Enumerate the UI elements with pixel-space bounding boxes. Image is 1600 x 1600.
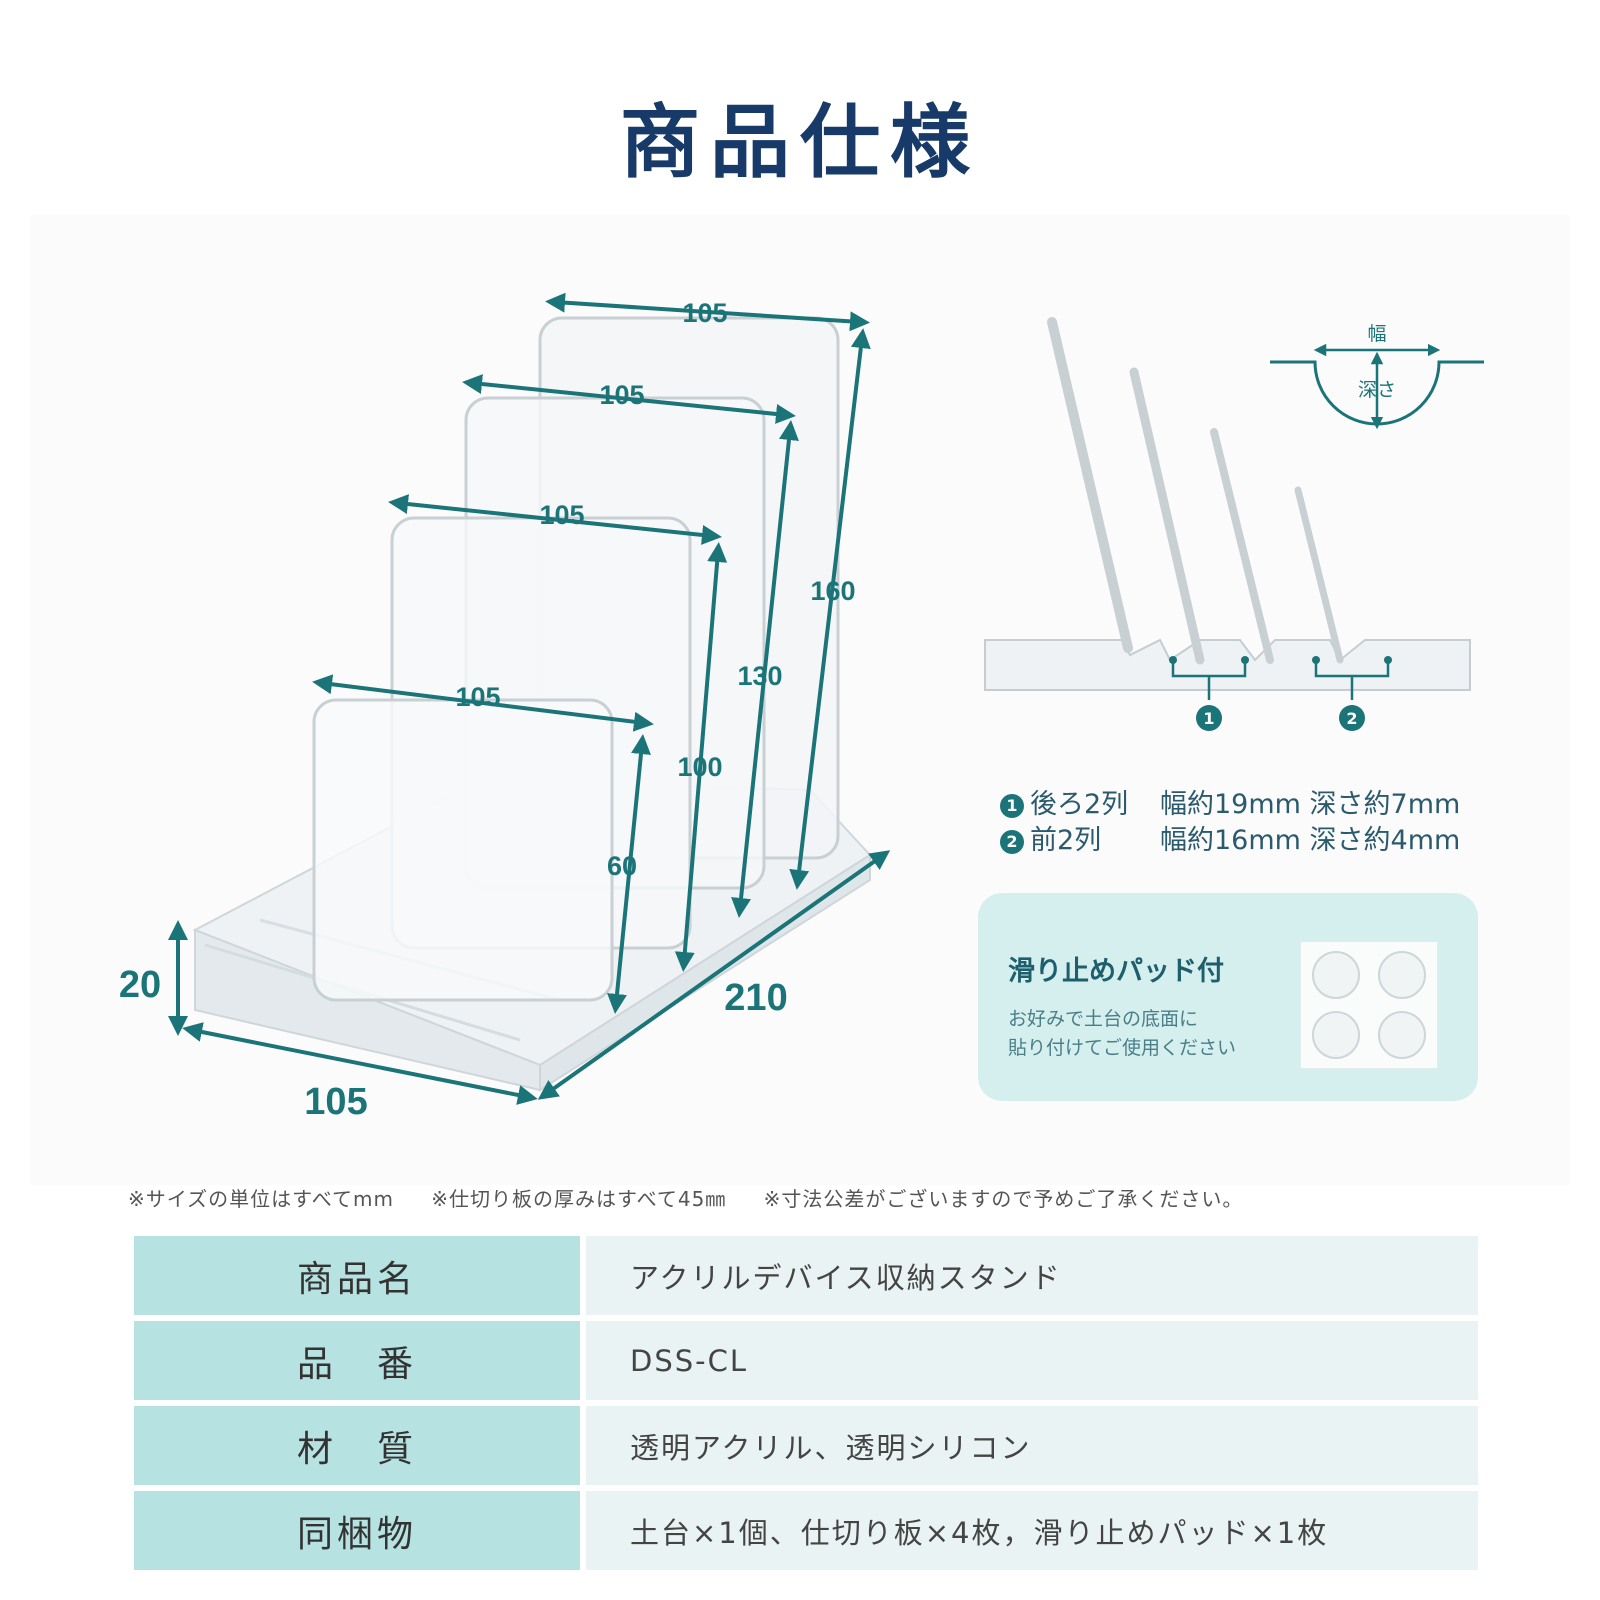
spec-value: 土台×1個、仕切り板×4枚，滑り止めパッド×1枚 xyxy=(586,1491,1478,1570)
dim-width-130: 105 xyxy=(599,380,644,410)
base-length-arrow xyxy=(537,850,891,1100)
stand-side-view xyxy=(984,317,1471,700)
spec-label: 材 質 xyxy=(134,1406,580,1485)
dim-base-height: 20 xyxy=(119,964,161,1006)
note-units: ※サイズの単位はすべてmm xyxy=(128,1187,394,1211)
dim-height-130: 130 xyxy=(737,661,782,691)
note-tolerance: ※寸法公差がございますので予めご了承ください。 xyxy=(763,1187,1244,1211)
spec-value: DSS-CL xyxy=(586,1321,1478,1400)
height-arrow-160 xyxy=(789,328,871,890)
marker-2-icon xyxy=(1339,705,1365,731)
slot-spec-label-1: 後ろ2列 xyxy=(1030,789,1129,820)
divider-60 xyxy=(312,698,614,1002)
dim-width-100: 105 xyxy=(539,500,584,530)
anti-slip-pad-card: 滑り止めパッド付 お好みで土台の底面に 貼り付けてご使用ください xyxy=(978,893,1478,1101)
spec-row-material: 材 質 透明アクリル、透明シリコン xyxy=(134,1406,1478,1485)
anti-slip-pad-image xyxy=(1300,941,1438,1069)
pad-desc-line-2: 貼り付けてご使用ください xyxy=(1008,1037,1237,1059)
width-arrow-130 xyxy=(462,374,796,424)
spec-value: アクリルデバイス収納スタンド xyxy=(586,1236,1478,1315)
marker-1-icon xyxy=(1196,705,1222,731)
spec-label: 商品名 xyxy=(134,1236,580,1315)
height-arrow-130 xyxy=(731,420,799,918)
dim-width-160: 105 xyxy=(682,298,727,328)
slot-spec-value-2: 幅約16mm 深さ約4mm xyxy=(1160,825,1461,856)
slot-depth-label: 深さ xyxy=(1358,379,1396,401)
spec-row-product-name: 商品名 アクリルデバイス収納スタンド xyxy=(134,1236,1478,1315)
spec-row-model-number: 品 番 DSS-CL xyxy=(134,1321,1478,1400)
note-thickness: ※仕切り板の厚みはすべて45㎜ xyxy=(431,1187,727,1211)
size-notes: ※サイズの単位はすべてmm ※仕切り板の厚みはすべて45㎜ ※寸法公差がございま… xyxy=(128,1183,1273,1212)
width-arrow-60 xyxy=(312,674,654,732)
dim-height-100: 100 xyxy=(677,752,722,782)
spec-row-contents: 同梱物 土台×1個、仕切り板×4枚，滑り止めパッド×1枚 xyxy=(134,1491,1478,1570)
slot-spec-value-1: 幅約19mm 深さ約7mm xyxy=(1160,789,1461,820)
spec-value: 透明アクリル、透明シリコン xyxy=(586,1406,1478,1485)
dim-height-160: 160 xyxy=(810,576,855,606)
pad-title: 滑り止めパッド付 xyxy=(1008,956,1224,987)
dim-height-60: 60 xyxy=(607,851,637,881)
slot-cross-section xyxy=(1270,343,1484,430)
slot-spec-num-2: 2 xyxy=(1000,830,1024,854)
slot-spec-label-2: 前2列 xyxy=(1030,825,1102,856)
width-arrow-160 xyxy=(545,292,870,332)
spec-label: 同梱物 xyxy=(134,1491,580,1570)
pad-desc-line-1: お好みで土台の底面に xyxy=(1008,1008,1199,1030)
dim-base-length: 210 xyxy=(724,977,787,1019)
spec-label: 品 番 xyxy=(134,1321,580,1400)
dim-base-width: 105 xyxy=(304,1081,367,1123)
slot-width-label: 幅 xyxy=(1367,323,1386,345)
dim-width-60: 105 xyxy=(455,682,500,712)
page-title: 商品仕様 xyxy=(620,96,980,189)
marker-1-label: 1 xyxy=(1203,709,1214,728)
base-width-arrow xyxy=(182,1022,538,1105)
slot-spec-num-1: 1 xyxy=(1000,794,1024,818)
marker-2-label: 2 xyxy=(1346,709,1357,728)
width-arrow-100 xyxy=(388,494,722,545)
pad-description: お好みで土台の底面に 貼り付けてご使用ください xyxy=(1008,1005,1278,1063)
spec-table: 商品名 アクリルデバイス収納スタンド 品 番 DSS-CL 材 質 透明アクリル… xyxy=(128,1230,1484,1576)
